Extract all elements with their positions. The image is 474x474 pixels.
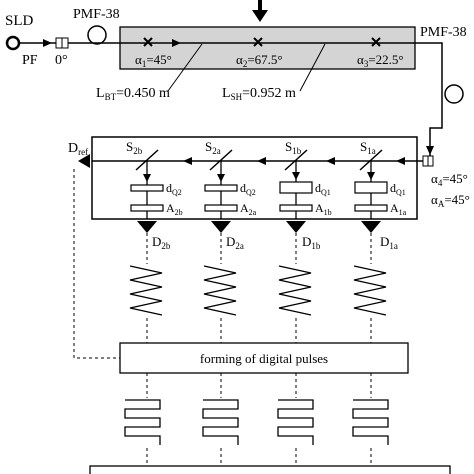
branch-s1b: S1b dQ1 A1b D1b (277, 139, 332, 474)
input-arrow (43, 39, 52, 47)
sld-source (5, 35, 21, 51)
digital-pulse-train (352, 399, 389, 445)
lbt-leader (167, 43, 203, 92)
output-arrow (426, 146, 434, 155)
analog-signal-wave (278, 265, 312, 316)
sensor-arrow (172, 39, 181, 47)
forming-box (119, 342, 409, 374)
branch-s2a: S2a dQ2 A2a D2a (202, 139, 257, 474)
alpha1-label: α1=45° (135, 52, 172, 69)
lsh-label: LSH=0.952 m (222, 86, 296, 102)
beam-splitter (209, 149, 233, 171)
analyzer-plate (279, 204, 313, 212)
delay-label: dQ1 (315, 181, 331, 197)
splice-marker-1 (143, 37, 153, 47)
analyzer-label: A2b (166, 201, 183, 217)
beam-splitter (135, 149, 159, 171)
analog-signal-wave (129, 265, 163, 316)
splitter-label: S1a (360, 139, 376, 156)
photodetector (286, 221, 306, 233)
delay-label: dQ2 (166, 181, 182, 197)
alpha4-label: α4=45° (431, 171, 468, 188)
beam-splitter (359, 149, 383, 171)
analyzer-plate (204, 204, 238, 212)
alpha2-label: α2=67.5° (236, 52, 283, 69)
pmf-in-label: PMF-38 (73, 7, 120, 22)
beam-arrow-2 (326, 157, 335, 165)
pf-label: PF (22, 53, 38, 68)
forming-box-label: forming of digital pulses (200, 351, 328, 366)
delay-label: dQ1 (390, 181, 406, 197)
delay-plate (354, 181, 388, 194)
analyzer-plate (130, 204, 164, 212)
splitter-label: S2a (205, 139, 221, 156)
lbt-label: LBT=0.450 m (96, 86, 170, 102)
output-fiber (415, 42, 443, 156)
branch-arrow (217, 174, 225, 182)
reference-signal-line (73, 169, 120, 359)
detector-label: D1b (302, 234, 321, 251)
fiber-coil-output (444, 84, 464, 104)
splice-marker-3 (371, 37, 381, 47)
photodetector (211, 221, 231, 233)
analyzer-label: A2a (240, 201, 257, 217)
detector-label: D1a (380, 234, 398, 251)
sld-label: SLD (5, 13, 34, 29)
pf-angle-label: 0° (55, 53, 68, 68)
delay-plate (204, 184, 238, 192)
dref-label: Dref (68, 141, 88, 157)
analog-signal-wave (353, 265, 387, 316)
branch-arrow (367, 172, 375, 180)
alphaA-label: αA=45° (431, 192, 470, 209)
splice-marker-2 (253, 37, 263, 47)
beam-arrow-4 (183, 157, 192, 165)
beam-arrow-1 (396, 157, 405, 165)
analyzer-input (422, 155, 434, 167)
processing-box (89, 465, 451, 474)
photodetector (137, 221, 157, 233)
polarizer-pf (55, 37, 69, 49)
detector-label: D2a (226, 234, 244, 251)
analog-signal-wave (203, 265, 237, 316)
branch-s1a: S1a dQ1 A1a D1a (352, 139, 407, 474)
pmf-out-label: PMF-38 (420, 25, 467, 40)
delay-plate (279, 181, 313, 194)
lsh-leader (299, 43, 326, 92)
alpha3-label: α3=22.5° (357, 52, 404, 69)
splitter-label: S2b (126, 139, 143, 156)
photodetector (361, 221, 381, 233)
digital-pulse-train (277, 399, 314, 445)
branch-s2b: S2b dQ2 A2b D2b (124, 139, 183, 474)
branch-arrow (143, 174, 151, 182)
analyzer-plate (354, 204, 388, 212)
beam-splitter (284, 149, 308, 171)
analyzer-label: A1a (390, 201, 407, 217)
digital-pulse-train (202, 399, 239, 445)
delay-label: dQ2 (240, 181, 256, 197)
splitter-label: S1b (285, 139, 302, 156)
reference-detector (78, 154, 90, 168)
incoming-force-arrow (252, 0, 268, 22)
analyzer-label: A1b (315, 201, 332, 217)
beam-arrow-3 (257, 157, 266, 165)
sensor-box (119, 26, 416, 70)
branch-arrow (292, 172, 300, 180)
delay-plate (130, 184, 164, 192)
fiber-coil-input (87, 25, 107, 45)
detector-label: D2b (152, 234, 171, 251)
digital-pulse-train (124, 399, 161, 445)
